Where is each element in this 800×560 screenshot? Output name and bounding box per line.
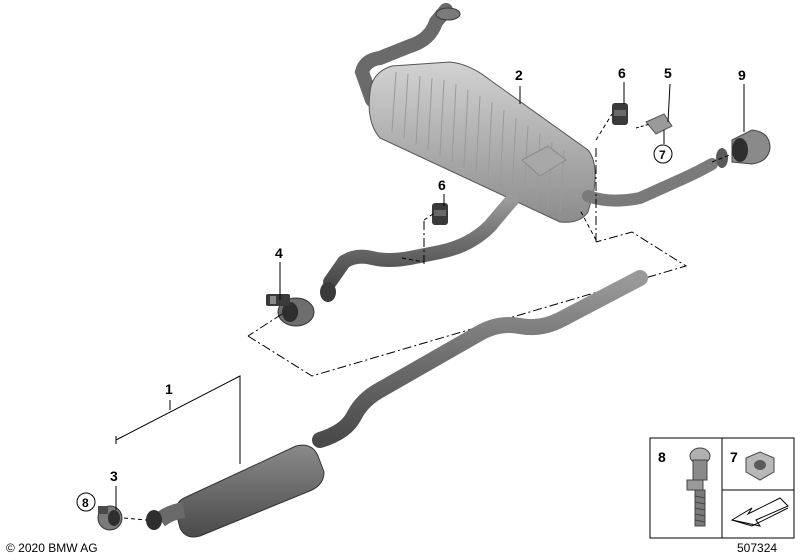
callout-8-circle [76, 492, 96, 512]
callout-9: 9 [738, 67, 746, 83]
clamp [266, 294, 315, 327]
center-muffler [175, 444, 325, 538]
dash-link [401, 257, 425, 263]
inlet-pipe-end [320, 282, 336, 302]
rubber-mount-lower [432, 203, 448, 225]
copyright-text: © 2020 BMW AG [6, 541, 98, 555]
front-pipe-inlet [155, 502, 186, 527]
callout-4: 4 [275, 245, 283, 261]
dash-link [423, 211, 437, 221]
rear-muffler-body [368, 61, 596, 223]
hex-nut-icon [745, 451, 775, 481]
rear-muffler-upper-pipe [354, 3, 453, 107]
callout-6-lower: 6 [438, 177, 446, 193]
front-pipe [312, 270, 648, 448]
diagram-id: 507324 [737, 541, 778, 555]
callout-7: 7 [659, 148, 666, 162]
callout-5: 5 [664, 65, 672, 81]
callout-2: 2 [515, 67, 523, 83]
rubber-mount-upper [612, 103, 628, 125]
legend-item-7: 7 [730, 449, 738, 465]
muffler-plate [521, 145, 567, 177]
front-pipe-assembly [146, 270, 648, 538]
dash-link [579, 209, 597, 241]
callout-7-circle [653, 144, 673, 164]
part-1-bracket [115, 375, 241, 464]
callout-6-upper: 6 [618, 65, 626, 81]
muffler-ribs [391, 71, 565, 215]
rear-muffler-assembly [320, 3, 718, 302]
clamp-bolt-icon [686, 447, 711, 527]
legend-item-8: 8 [658, 449, 666, 465]
leader-lines [115, 82, 745, 510]
clamp-front [97, 505, 123, 531]
dash-link [595, 113, 613, 141]
callout-1: 1 [165, 381, 173, 397]
tailpipe-trim [716, 129, 771, 168]
front-pipe-inlet-end [146, 510, 162, 530]
callout-3: 3 [110, 468, 118, 484]
fastener-legend: 8 7 [649, 437, 795, 539]
dash-link [123, 517, 147, 521]
direction-arrow-icon [730, 497, 789, 527]
dash-link [711, 153, 733, 163]
assembly-boundary [247, 146, 688, 377]
rear-muffler-inlet-pipe [323, 193, 519, 289]
rear-muffler-outlet-pipe [582, 158, 718, 207]
callout-8: 8 [82, 496, 89, 510]
bracket [635, 113, 673, 135]
upper-pipe-end [435, 7, 461, 21]
